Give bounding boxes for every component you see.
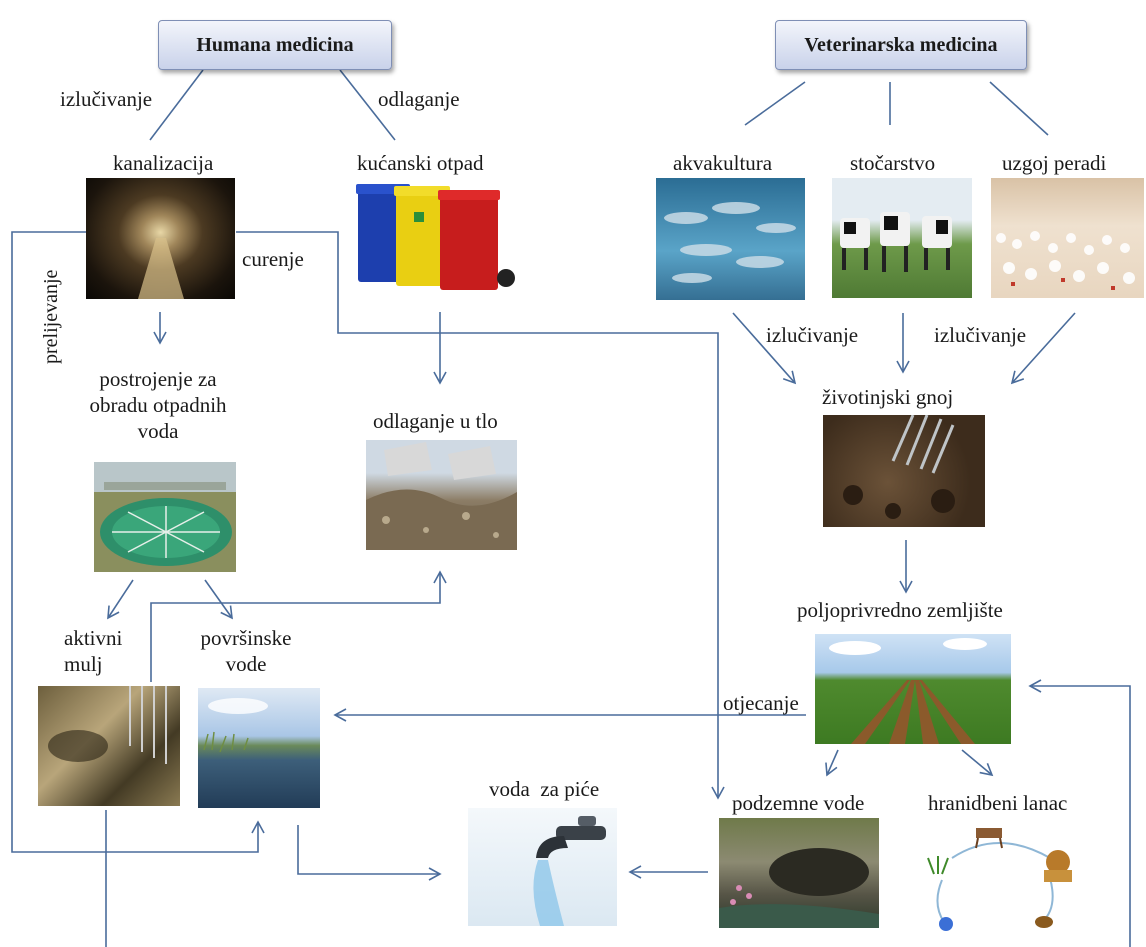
poultry-farm-image [991, 178, 1144, 298]
label-povrsinske-vode: površinske vode [200, 626, 292, 676]
landfill-image [366, 440, 517, 550]
manure-image [823, 415, 985, 527]
edge-povrsinske-to-pice [297, 825, 442, 881]
edge-prelijevanje-to-povrsinske [11, 231, 265, 853]
label-poljoprivredno-zemljiste: poljoprivredno zemljište [797, 598, 1003, 622]
edge-perad-to-gnoj [1010, 312, 1076, 385]
label-stocarstvo: stočarstvo [850, 151, 936, 175]
grass-icon [927, 856, 949, 875]
label-izlucivanje-mid: izlučivanje [766, 323, 859, 347]
human-medicine-box: Humana medicina [158, 20, 392, 70]
edge-postrojenje-to-povrsinske [204, 579, 233, 620]
livestock-cows-image [832, 178, 972, 298]
label-hranidbeni-lanac: hranidbeni lanac [928, 791, 1068, 815]
label-kanalizacija: kanalizacija [113, 151, 214, 175]
groundwater-cave-image [719, 818, 879, 928]
edge-akva-to-gnoj [732, 312, 797, 385]
edge-curenje-to-podzemne [236, 231, 725, 800]
edge-vet-to-akvakultura [744, 81, 806, 126]
label-akvakultura: akvakultura [673, 151, 773, 175]
edge-zemljiste-to-podzemne [825, 749, 839, 777]
veterinary-medicine-box: Veterinarska medicina [775, 20, 1027, 70]
label-odlaganje: odlaganje [378, 87, 460, 111]
edge-human-to-otpad [339, 69, 396, 141]
edge-vet-to-perad [989, 81, 1049, 136]
lion-icon [1044, 850, 1072, 882]
drinking-water-tap-image [468, 808, 617, 926]
food-chain-image [918, 818, 1082, 932]
deer-icon [975, 828, 1003, 849]
farmland-image [815, 634, 1011, 744]
label-postrojenje: postrojenje za obradu otpadnih voda [89, 367, 227, 443]
label-izlucivanje-right: izlučivanje [934, 323, 1027, 347]
label-zivotinjski-gnoj: životinjski gnoj [822, 385, 954, 409]
edge-zemljiste-to-lanac [961, 749, 994, 777]
label-podzemne-vode: podzemne vode [732, 791, 865, 815]
label-odlaganje-u-tlo: odlaganje u tlo [373, 409, 498, 433]
label-kucanski-otpad: kućanski otpad [357, 151, 484, 175]
bacteria-icon [1035, 916, 1053, 928]
aquaculture-fish-image [656, 178, 805, 300]
surface-water-image [198, 688, 320, 808]
label-voda-za-pice: voda za piće [489, 777, 600, 801]
edge-lanac-feedback [1028, 679, 1131, 947]
treatment-plant-image [94, 462, 236, 572]
edge-postrojenje-to-mulj [107, 579, 134, 620]
label-curenje: curenje [242, 247, 304, 271]
label-otjecanje: otjecanje [723, 691, 799, 715]
sewer-tunnel-image [86, 178, 235, 299]
edge-mulj-to-tlo [150, 570, 447, 682]
label-uzgoj-peradi: uzgoj peradi [1002, 151, 1107, 175]
label-izlucivanje-human: izlučivanje [60, 87, 153, 111]
activated-sludge-image [38, 686, 180, 806]
label-aktivni-mulj: aktivni mulj [64, 626, 123, 676]
edge-human-to-kanalizacija [149, 69, 204, 141]
waste-bins-image [356, 178, 518, 293]
label-prelijevanje: prelijevanje [40, 269, 62, 364]
